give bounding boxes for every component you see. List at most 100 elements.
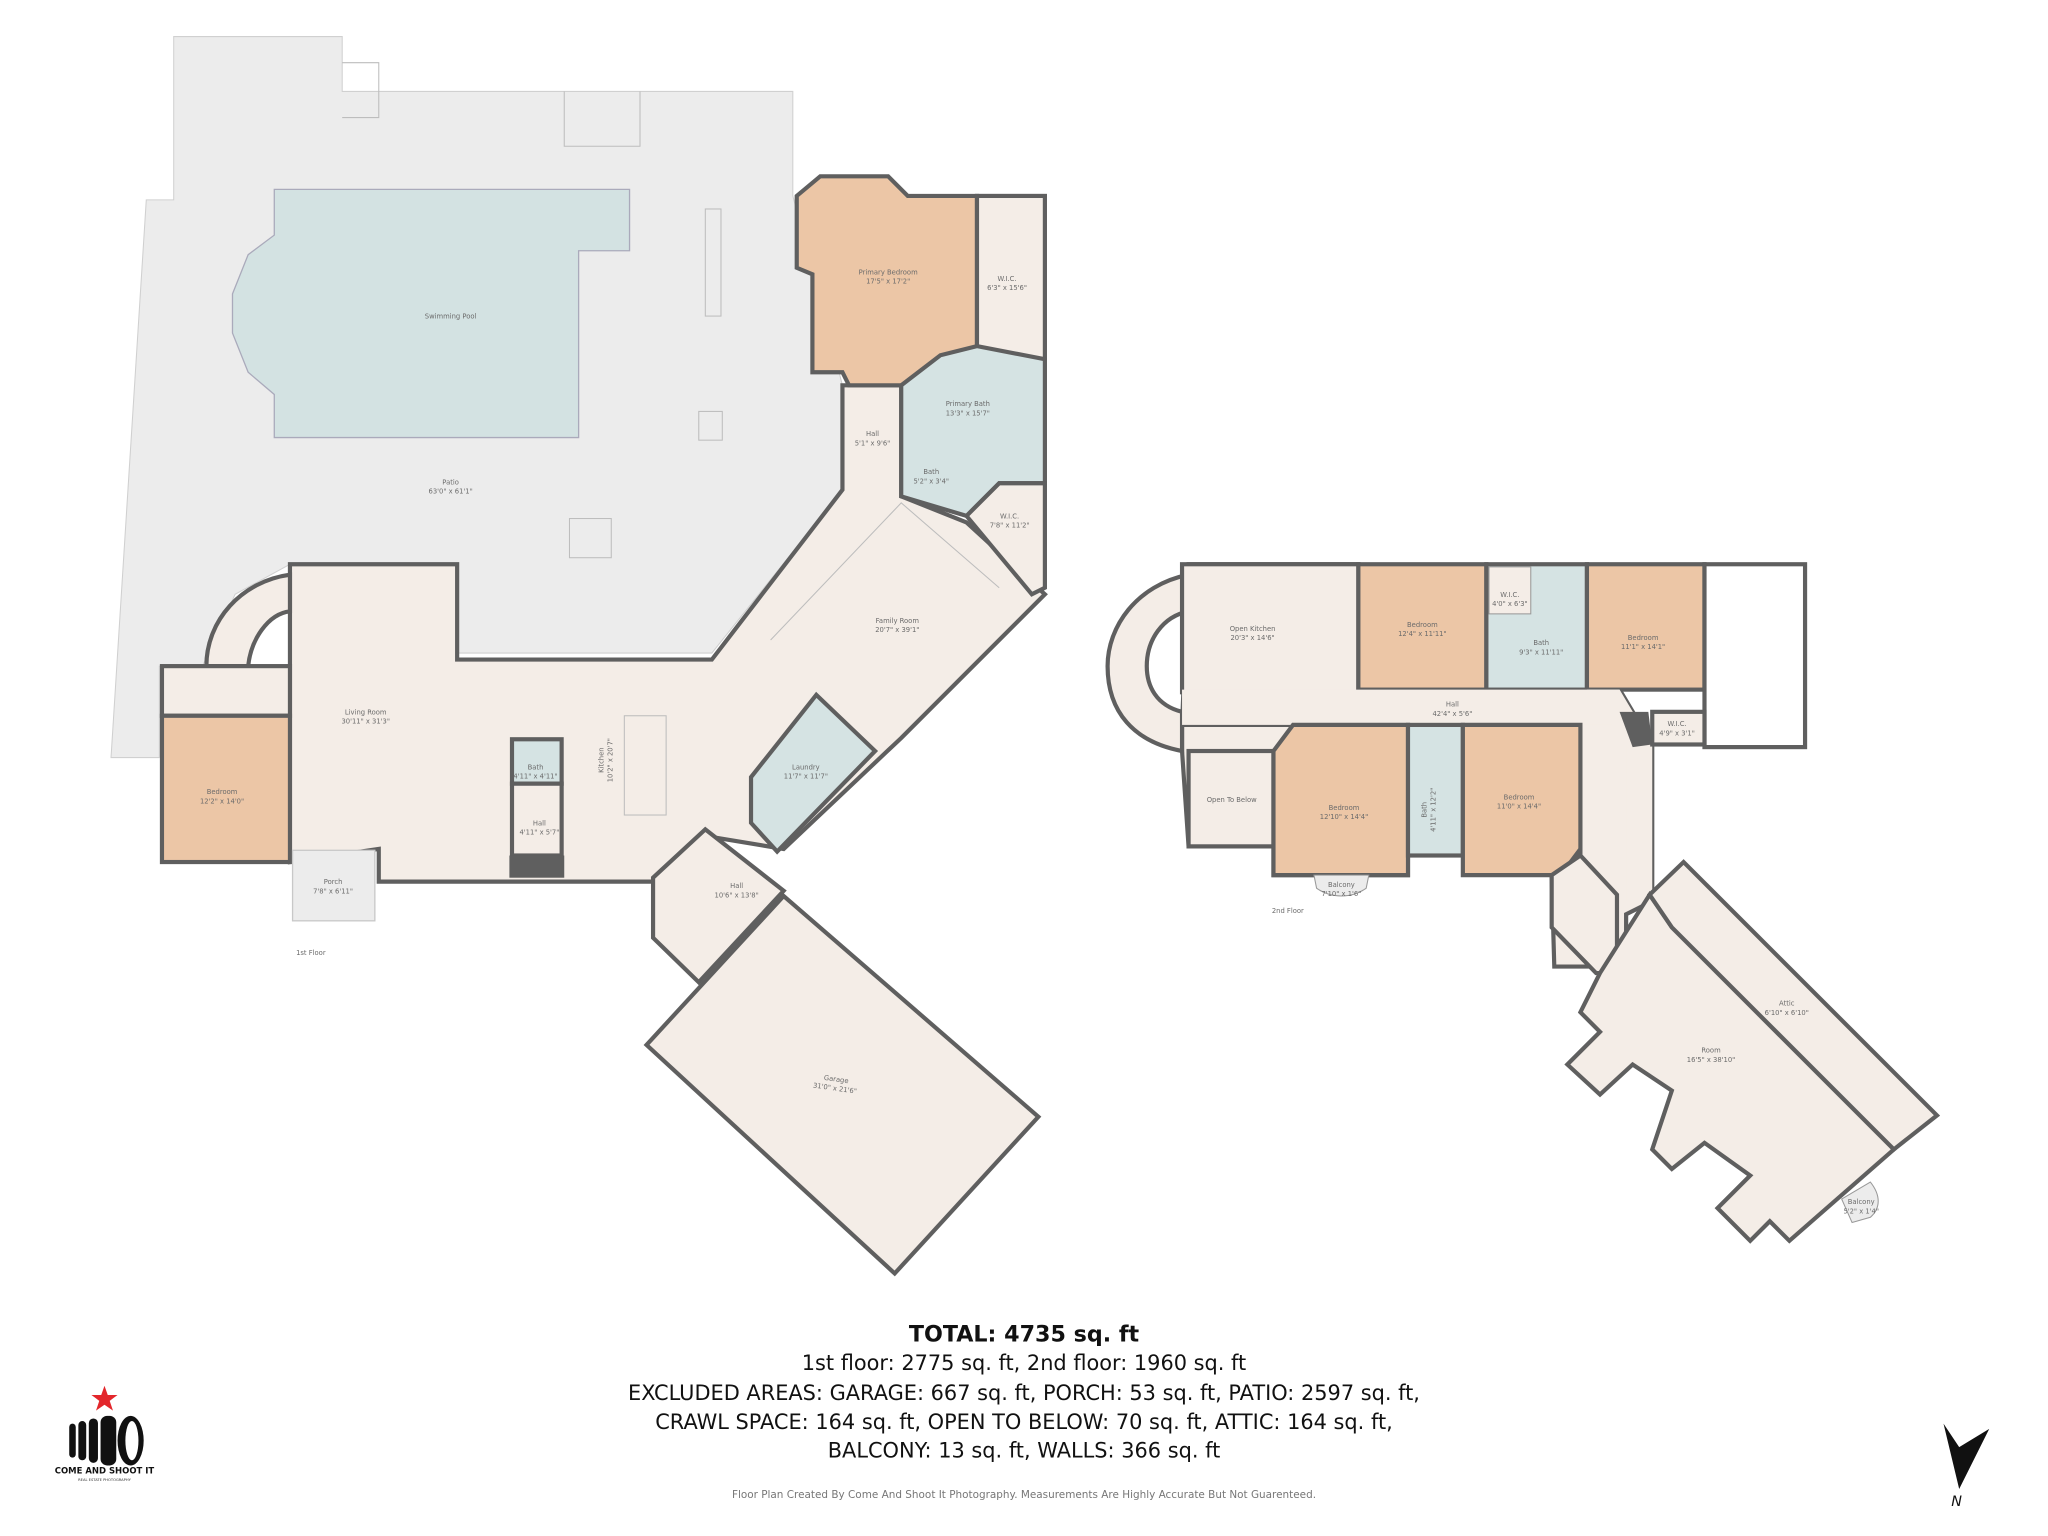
bath-room	[509, 737, 564, 786]
room-label: Laundry	[792, 763, 820, 771]
north-arrow-icon: N	[1943, 1423, 1990, 1510]
bedroom-room-2c	[1271, 722, 1411, 878]
room-dims: 11'0" x 14'4"	[1497, 802, 1541, 810]
room-dims: 20'7" x 39'1"	[875, 626, 919, 634]
room-label: W.I.C.	[997, 275, 1016, 283]
wic-room-2a	[1488, 566, 1532, 615]
room-dims: 11'1" x 14'1"	[1621, 643, 1665, 651]
floor-label: 1st Floor	[296, 949, 326, 957]
room-label: W.I.C.	[1000, 513, 1019, 521]
attic-room	[1646, 859, 1941, 1153]
star-icon	[91, 1385, 118, 1411]
bath-room-2b	[1405, 722, 1465, 858]
room-dims: 7'10" x 1'6"	[1321, 890, 1361, 898]
room-dims: 13'3" x 15'7"	[946, 409, 990, 417]
room-dims: 4'0" x 6'3"	[1492, 600, 1528, 608]
room-dims: 11'7" x 11'7"	[784, 772, 828, 780]
room-label: Bath	[1533, 639, 1549, 647]
second-floor-plan	[1105, 562, 1941, 1244]
first-floor-plan	[110, 36, 1048, 1277]
room-dims: 6'10" x 6'10"	[1765, 1009, 1809, 1017]
room-label: Porch	[324, 878, 343, 886]
room-dims: 63'0" x 61'1"	[429, 488, 473, 496]
room-dims: 10'2" x 20'7"	[607, 738, 615, 782]
company-logo: COME AND SHOOT IT REAL ESTATE PHOTOGRAPH…	[55, 1385, 155, 1482]
room-label: Open Kitchen	[1230, 625, 1276, 633]
room-dims: 5'1" x 9'6"	[855, 439, 891, 447]
room-label: Balcony	[1848, 1198, 1875, 1206]
unfinished-space	[1702, 562, 1808, 750]
room-label: Family Room	[876, 617, 920, 625]
room-label: Bedroom	[1504, 793, 1535, 801]
footer-note: Floor Plan Created By Come And Shoot It …	[732, 1489, 1316, 1501]
room-label: Balcony	[1328, 881, 1355, 889]
room-dims: 17'5" x 17'2"	[866, 277, 910, 285]
room-dims: 12'4" x 11'11"	[1398, 630, 1447, 638]
room-label: Hall	[730, 882, 743, 890]
room-label: Hall	[866, 430, 879, 438]
room-dims: 5'2" x 1'4"	[1843, 1207, 1879, 1215]
room-dims: 12'2" x 14'0"	[200, 797, 244, 805]
entry-closet	[159, 664, 293, 718]
room-label: W.I.C.	[1500, 591, 1519, 599]
swimming-pool	[231, 188, 631, 439]
room-label: W.I.C.	[1667, 720, 1686, 728]
balcony-2a	[1313, 874, 1370, 897]
camera-lens-icon	[69, 1415, 144, 1466]
room-label: Bedroom	[207, 788, 238, 796]
room-label: Bedroom	[1628, 634, 1659, 642]
excluded-areas-line-2: CRAWL SPACE: 164 sq. ft, OPEN TO BELOW: …	[655, 1410, 1393, 1434]
room-dims: 5'2" x 3'4"	[913, 477, 949, 485]
room-dims: 4'11" x 4'11"	[513, 772, 557, 780]
total-area: TOTAL: 4735 sq. ft	[909, 1321, 1140, 1347]
room-labels: Swimming Pool Patio 63'0" x 61'1" Primar…	[200, 268, 1879, 1215]
floor-areas: 1st floor: 2775 sq. ft, 2nd floor: 1960 …	[802, 1351, 1246, 1375]
room-dims: 4'9" x 3'1"	[1659, 729, 1695, 737]
room-dims: 7'8" x 11'2"	[990, 522, 1030, 530]
room-dims: 9'3" x 11'11"	[1519, 648, 1563, 656]
room-dims: 4'11" x 12'2"	[1429, 788, 1437, 832]
room-dims: 20'3" x 14'6"	[1230, 634, 1274, 642]
room-dims: 16'5" x 38'10"	[1687, 1056, 1736, 1064]
balcony-2b	[1840, 1181, 1879, 1224]
room-dims: 7'8" x 6'11"	[313, 887, 353, 895]
room-dims: 4'11" x 5'7"	[519, 829, 559, 837]
open-to-below-room	[1186, 748, 1276, 849]
bedroom-room-2b	[1584, 562, 1707, 692]
logo-tagline: REAL ESTATE PHOTOGRAPHY	[78, 1478, 131, 1482]
room-label: Garage	[823, 1074, 849, 1085]
room-label: Primary Bath	[946, 400, 990, 408]
wall-block	[509, 855, 565, 878]
compass-label: N	[1951, 1494, 1962, 1510]
porch-room	[291, 849, 376, 922]
laundry-room	[748, 691, 879, 855]
room-dims: 6'3" x 15'6"	[987, 284, 1027, 292]
wall-block-2	[1619, 711, 1653, 748]
wic-room	[974, 193, 1047, 362]
bedroom-room	[159, 713, 293, 865]
room-label: Hall	[1446, 701, 1459, 709]
room-label: Living Room	[345, 708, 387, 716]
open-kitchen-room	[1179, 562, 1361, 695]
room-label: Primary Bedroom	[859, 268, 918, 276]
room-label: Bath	[1420, 802, 1428, 818]
room-label: Swimming Pool	[425, 313, 477, 321]
logo-name: COME AND SHOOT IT	[55, 1465, 155, 1475]
room-label: Bath	[528, 763, 544, 771]
room-dims: 30'11" x 31'3"	[341, 718, 390, 726]
hall-room-2	[1182, 689, 1620, 725]
area-summary: TOTAL: 4735 sq. ft 1st floor: 2775 sq. f…	[628, 1321, 1420, 1501]
room-dims: 10'6" x 13'8"	[715, 891, 759, 899]
room-label: Patio	[442, 479, 459, 487]
excluded-areas-line-3: BALCONY: 13 sq. ft, WALLS: 366 sq. ft	[828, 1439, 1221, 1463]
floor-label: 2nd Floor	[1272, 907, 1304, 915]
room-label: Room	[1701, 1047, 1721, 1055]
wic-room-2	[963, 481, 1047, 597]
room-dims: 42'4" x 5'6"	[1432, 710, 1472, 718]
garage-room	[643, 893, 1042, 1277]
room-label: Kitchen	[597, 747, 605, 773]
spiral-staircase-2	[1105, 572, 1191, 754]
room-label: Open To Below	[1207, 796, 1257, 804]
room-label: Attic	[1779, 1000, 1795, 1008]
